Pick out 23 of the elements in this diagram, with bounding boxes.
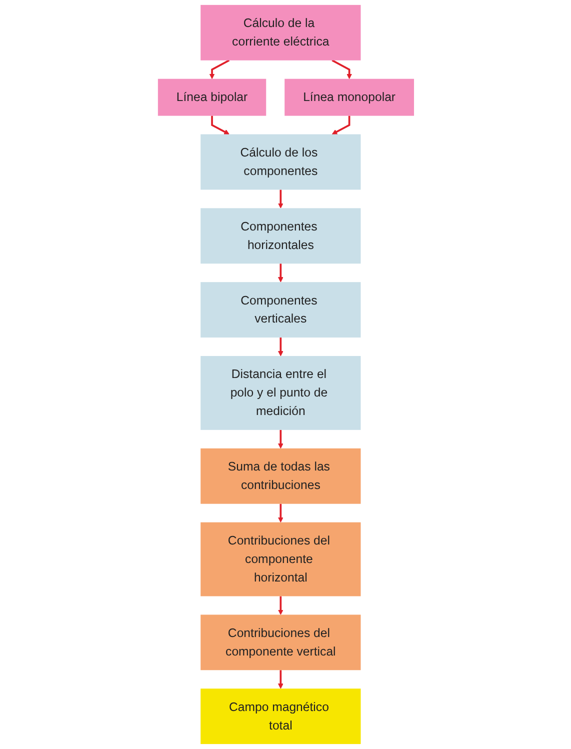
node-box [200, 614, 360, 670]
node-box [200, 282, 360, 338]
arrow [277, 338, 283, 356]
arrow [277, 264, 283, 282]
arrow [331, 60, 352, 80]
node-box [200, 208, 360, 264]
arrow [277, 670, 283, 689]
arrow [277, 190, 283, 208]
node-box [200, 356, 360, 430]
flowchart: Cálculo de la corriente eléctrica Línea bipolar Línea monopolar Cálculo de los componentes Componentes horizontales Componentes verticales Distancia entre el polo y el punto de medición Suma de todas las contribuciones Contribuciones del componente horizontal Contribuciones del componente vertical Campo magnético total [152, 0, 418, 749]
node-box [200, 134, 360, 190]
node-box [200, 688, 360, 744]
arrow [277, 504, 283, 523]
arrow [331, 116, 350, 135]
node-box [284, 78, 414, 116]
arrow [208, 60, 230, 80]
node-box [157, 78, 266, 116]
node-box [200, 522, 360, 596]
arrow [277, 596, 283, 615]
arrow [210, 116, 229, 135]
node-box [200, 448, 360, 504]
arrow [277, 430, 283, 449]
node-box [200, 4, 360, 60]
